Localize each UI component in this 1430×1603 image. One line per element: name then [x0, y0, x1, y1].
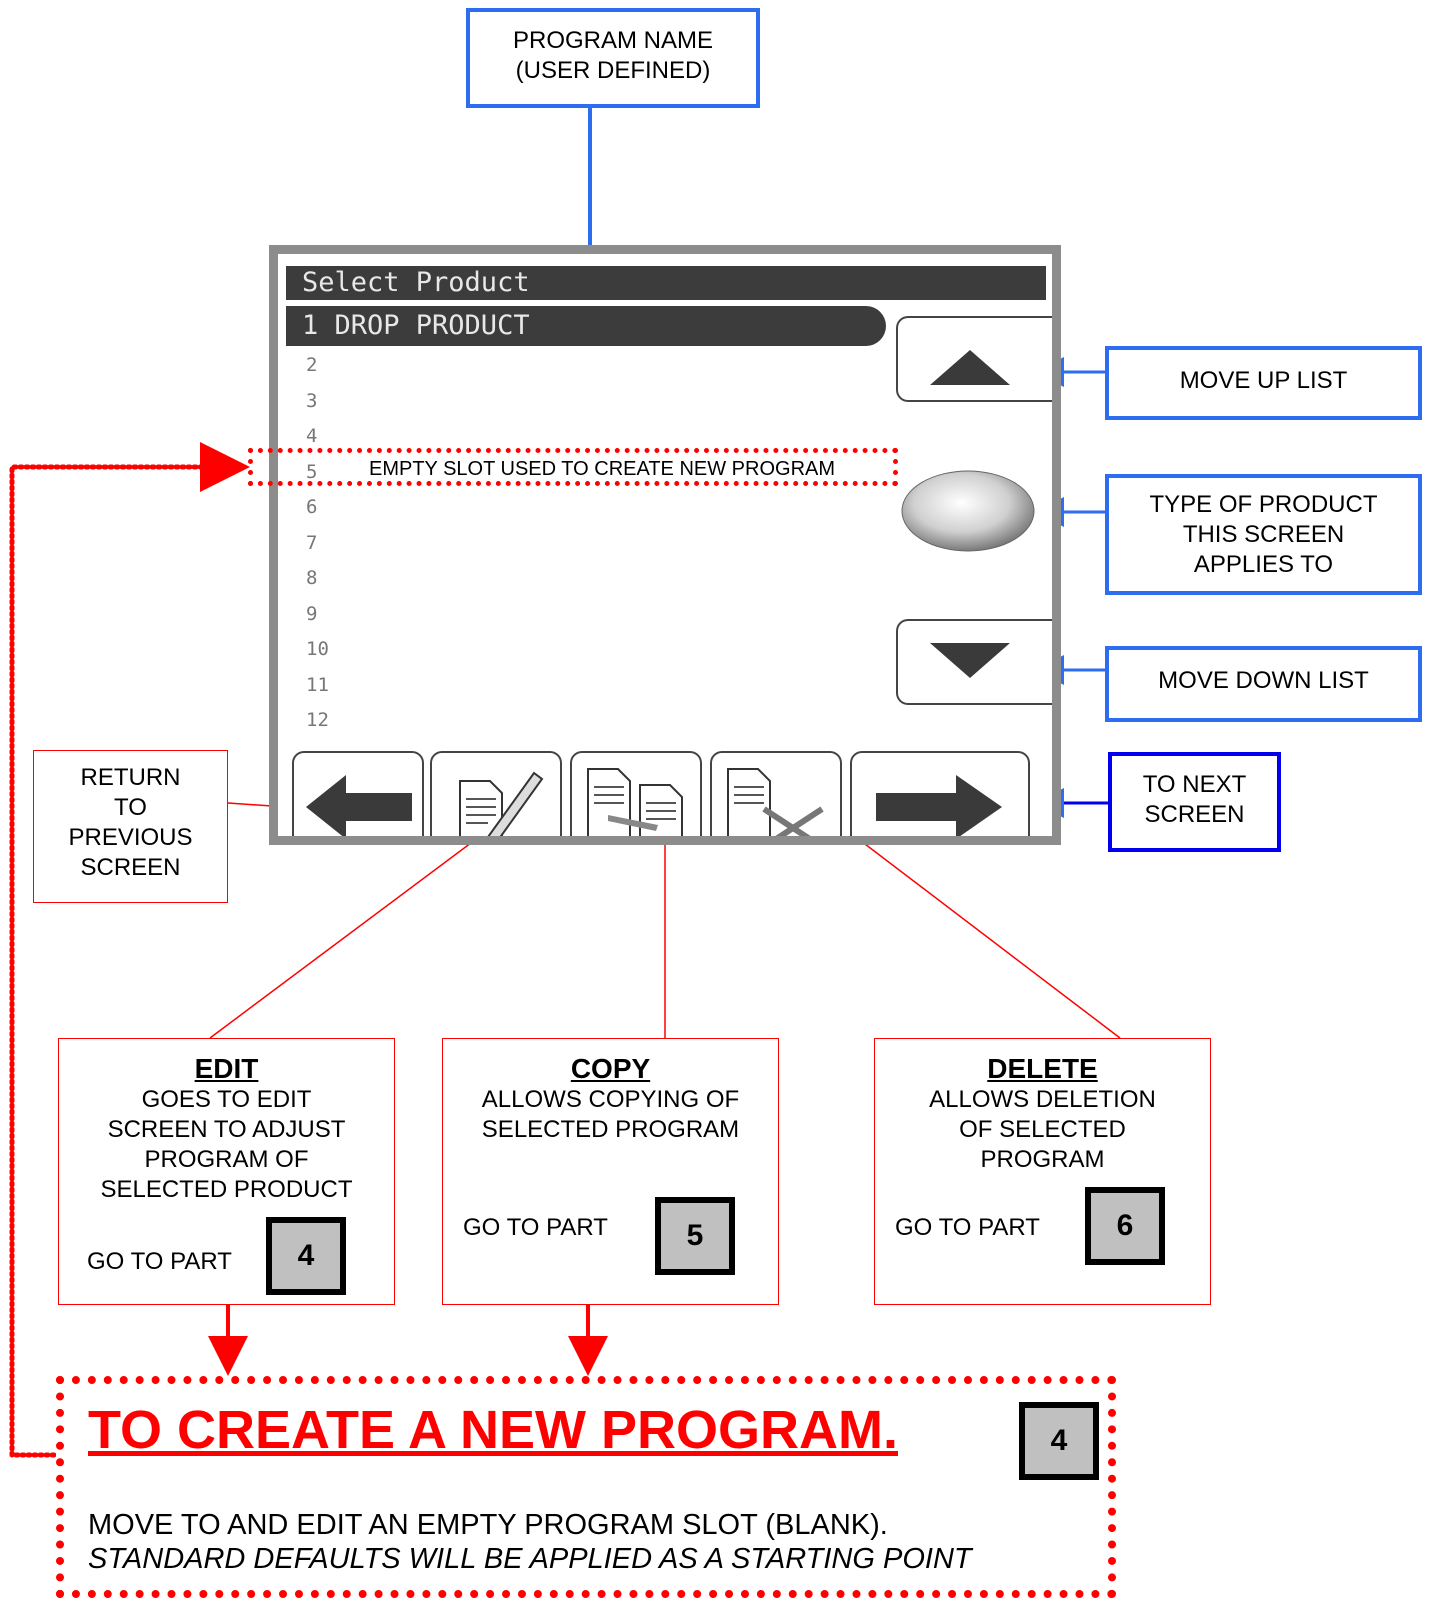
list-item[interactable]: 8 — [306, 567, 318, 589]
copy-callout: COPY ALLOWS COPYING OF SELECTED PROGRAM … — [442, 1038, 779, 1305]
part-number-badge: 4 — [1019, 1402, 1099, 1480]
callout-text: MOVE UP LIST — [1179, 367, 1348, 394]
list-item[interactable]: 10 — [306, 638, 329, 660]
move-up-callout: MOVE UP LIST — [1105, 346, 1422, 420]
callout-text: SELECTED PRODUCT — [100, 1176, 353, 1203]
copy-heading: COPY — [570, 1053, 651, 1084]
callout-text: MOVE DOWN LIST — [1158, 667, 1369, 694]
return-callout: RETURN TO PREVIOUS SCREEN — [33, 750, 228, 903]
drop-product-icon — [901, 470, 1035, 552]
empty-slot-loop — [9, 442, 250, 1458]
down-arrow-icon — [930, 643, 1010, 678]
delete-heading: DELETE — [987, 1053, 1098, 1084]
edit-heading: EDIT — [194, 1053, 259, 1084]
go-to-part-label: GO TO PART — [87, 1248, 232, 1275]
scroll-up-button[interactable] — [896, 316, 1052, 402]
go-to-part-label: GO TO PART — [895, 1214, 1040, 1241]
create-instruction: MOVE TO AND EDIT AN EMPTY PROGRAM SLOT (… — [88, 1509, 888, 1541]
back-button[interactable] — [292, 751, 424, 836]
callout-text: SCREEN — [1144, 801, 1245, 828]
right-arrow-icon — [876, 775, 1002, 836]
edit-callout: EDIT GOES TO EDIT SCREEN TO ADJUST PROGR… — [58, 1038, 395, 1305]
callout-text: ALLOWS DELETION — [929, 1086, 1156, 1113]
create-heading: TO CREATE A NEW PROGRAM. — [88, 1400, 898, 1460]
list-item[interactable]: 11 — [306, 674, 329, 696]
callout-text: (USER DEFINED) — [515, 57, 711, 84]
edit-document-icon — [459, 771, 544, 836]
list-item[interactable]: 2 — [306, 354, 318, 376]
create-note: STANDARD DEFAULTS WILL BE APPLIED AS A S… — [88, 1543, 972, 1575]
callout-text: RETURN — [80, 764, 181, 791]
callout-text: THIS SCREEN — [1182, 521, 1345, 548]
callout-text: SCREEN — [80, 854, 181, 881]
go-to-part-label: GO TO PART — [463, 1214, 608, 1241]
callout-text: TYPE OF PRODUCT — [1149, 491, 1378, 518]
list-item[interactable]: 12 — [306, 709, 329, 731]
edit-connector — [209, 823, 498, 1039]
list-item[interactable]: 9 — [306, 603, 318, 625]
move-down-callout: MOVE DOWN LIST — [1105, 646, 1422, 722]
part-number-badge: 6 — [1085, 1187, 1165, 1265]
callout-text: PROGRAM NAME — [512, 27, 713, 54]
callout-text: SELECTED PROGRAM — [481, 1116, 740, 1143]
part-number-badge: 4 — [266, 1217, 346, 1295]
screen-title: Select Product — [286, 266, 1046, 300]
delete-document-icon — [727, 768, 824, 836]
callout-text: APPLIES TO — [1193, 551, 1334, 578]
copy-button[interactable] — [570, 751, 702, 836]
empty-slot-note: EMPTY SLOT USED TO CREATE NEW PROGRAM — [369, 458, 836, 480]
program-name-callout: PROGRAM NAME (USER DEFINED) — [466, 8, 760, 108]
create-program-box: TO CREATE A NEW PROGRAM. 4 MOVE TO AND E… — [56, 1376, 1116, 1598]
product-type-callout: TYPE OF PRODUCT THIS SCREEN APPLIES TO — [1105, 474, 1422, 595]
copy-documents-icon — [587, 768, 683, 836]
callout-text: TO NEXT — [1142, 771, 1247, 798]
delete-button[interactable] — [710, 751, 842, 836]
callout-text: TO — [114, 794, 147, 821]
callout-text: PROGRAM OF — [144, 1146, 309, 1173]
callout-text: PROGRAM — [980, 1146, 1105, 1173]
next-button[interactable] — [850, 751, 1030, 836]
callout-text: SCREEN TO ADJUST — [107, 1116, 346, 1143]
list-item[interactable]: 5 — [306, 461, 318, 483]
edit-button[interactable] — [430, 751, 562, 836]
list-item[interactable]: 3 — [306, 390, 318, 412]
delete-callout: DELETE ALLOWS DELETION OF SELECTED PROGR… — [874, 1038, 1211, 1305]
part-number-badge: 5 — [655, 1197, 735, 1275]
callout-text: PREVIOUS — [68, 824, 193, 851]
next-screen-callout: TO NEXT SCREEN — [1108, 752, 1281, 852]
selected-program-row[interactable]: 1 DROP PRODUCT — [286, 306, 886, 346]
delete-connector — [837, 823, 1121, 1039]
list-item[interactable]: 6 — [306, 496, 318, 518]
up-arrow-icon — [930, 350, 1010, 385]
callout-text: GOES TO EDIT — [141, 1086, 312, 1113]
list-item[interactable]: 4 — [306, 425, 318, 447]
left-arrow-icon — [306, 775, 412, 836]
list-item[interactable]: 7 — [306, 532, 318, 554]
callout-text: ALLOWS COPYING OF — [481, 1086, 740, 1113]
empty-slot-highlight: EMPTY SLOT USED TO CREATE NEW PROGRAM — [248, 448, 898, 486]
scroll-down-button[interactable] — [896, 619, 1052, 705]
callout-text: OF SELECTED — [959, 1116, 1126, 1143]
touch-screen: Select Product 1 DROP PRODUCT 2 3 4 5 6 … — [269, 245, 1061, 845]
